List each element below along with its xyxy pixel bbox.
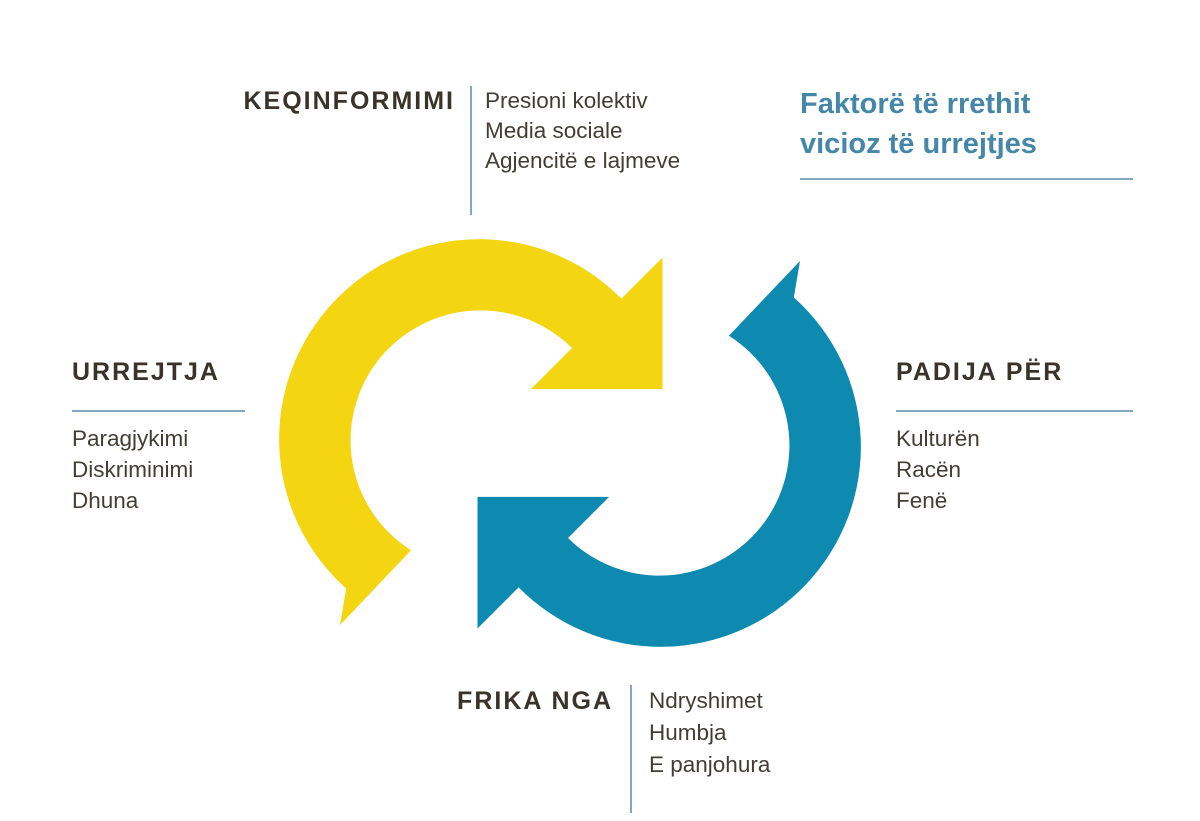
list-item: Fenë	[896, 488, 948, 513]
list-item: Ndryshimet	[649, 688, 763, 713]
list-item: Paragjykimi	[72, 426, 189, 451]
list-item: Agjencitë e lajmeve	[485, 148, 681, 173]
section-urrejtja-label: URREJTJA	[72, 358, 220, 386]
vertical-divider	[470, 86, 472, 215]
section-frika-label: FRIKA NGA	[457, 687, 613, 715]
section-keqinformimi-list: Presioni kolektiv Media sociale Agjencit…	[485, 86, 680, 176]
title-line-2: vicioz të urrejtjes	[800, 128, 1037, 160]
blue-cycle-arrow-icon	[477, 261, 861, 647]
section-padija-list: Kulturën Racën Fenë	[896, 423, 1133, 516]
list-item: Humbja	[649, 720, 727, 745]
list-item: Racën	[896, 457, 962, 482]
horizontal-divider	[896, 410, 1133, 412]
list-item: E panjohura	[649, 752, 771, 777]
title-underline	[800, 178, 1133, 180]
diagram-title: Faktorë të rrethit vicioz të urrejtjes	[800, 84, 1140, 180]
vertical-divider	[630, 685, 632, 813]
section-urrejtja-list: Paragjykimi Diskriminimi Dhuna	[72, 423, 245, 516]
horizontal-divider	[72, 410, 245, 412]
list-item: Presioni kolektiv	[485, 88, 648, 113]
section-padija-label: PADIJA PËR	[896, 358, 1064, 386]
section-padija: PADIJA PËR Kulturën Racën Fenë	[896, 358, 1133, 516]
list-item: Kulturën	[896, 426, 980, 451]
title-line-1: Faktorë të rrethit	[800, 88, 1031, 120]
section-keqinformimi: KEQINFORMIMI Presioni kolektiv Media soc…	[228, 86, 680, 215]
yellow-cycle-arrow-icon	[279, 239, 663, 625]
section-frika-list: Ndryshimet Humbja E panjohura	[649, 685, 770, 781]
section-frika: FRIKA NGA Ndryshimet Humbja E panjohura	[437, 685, 770, 813]
section-keqinformimi-label: KEQINFORMIMI	[243, 87, 455, 115]
list-item: Dhuna	[72, 488, 139, 513]
list-item: Diskriminimi	[72, 457, 194, 482]
list-item: Media sociale	[485, 118, 623, 143]
section-urrejtja: URREJTJA Paragjykimi Diskriminimi Dhuna	[72, 358, 245, 516]
